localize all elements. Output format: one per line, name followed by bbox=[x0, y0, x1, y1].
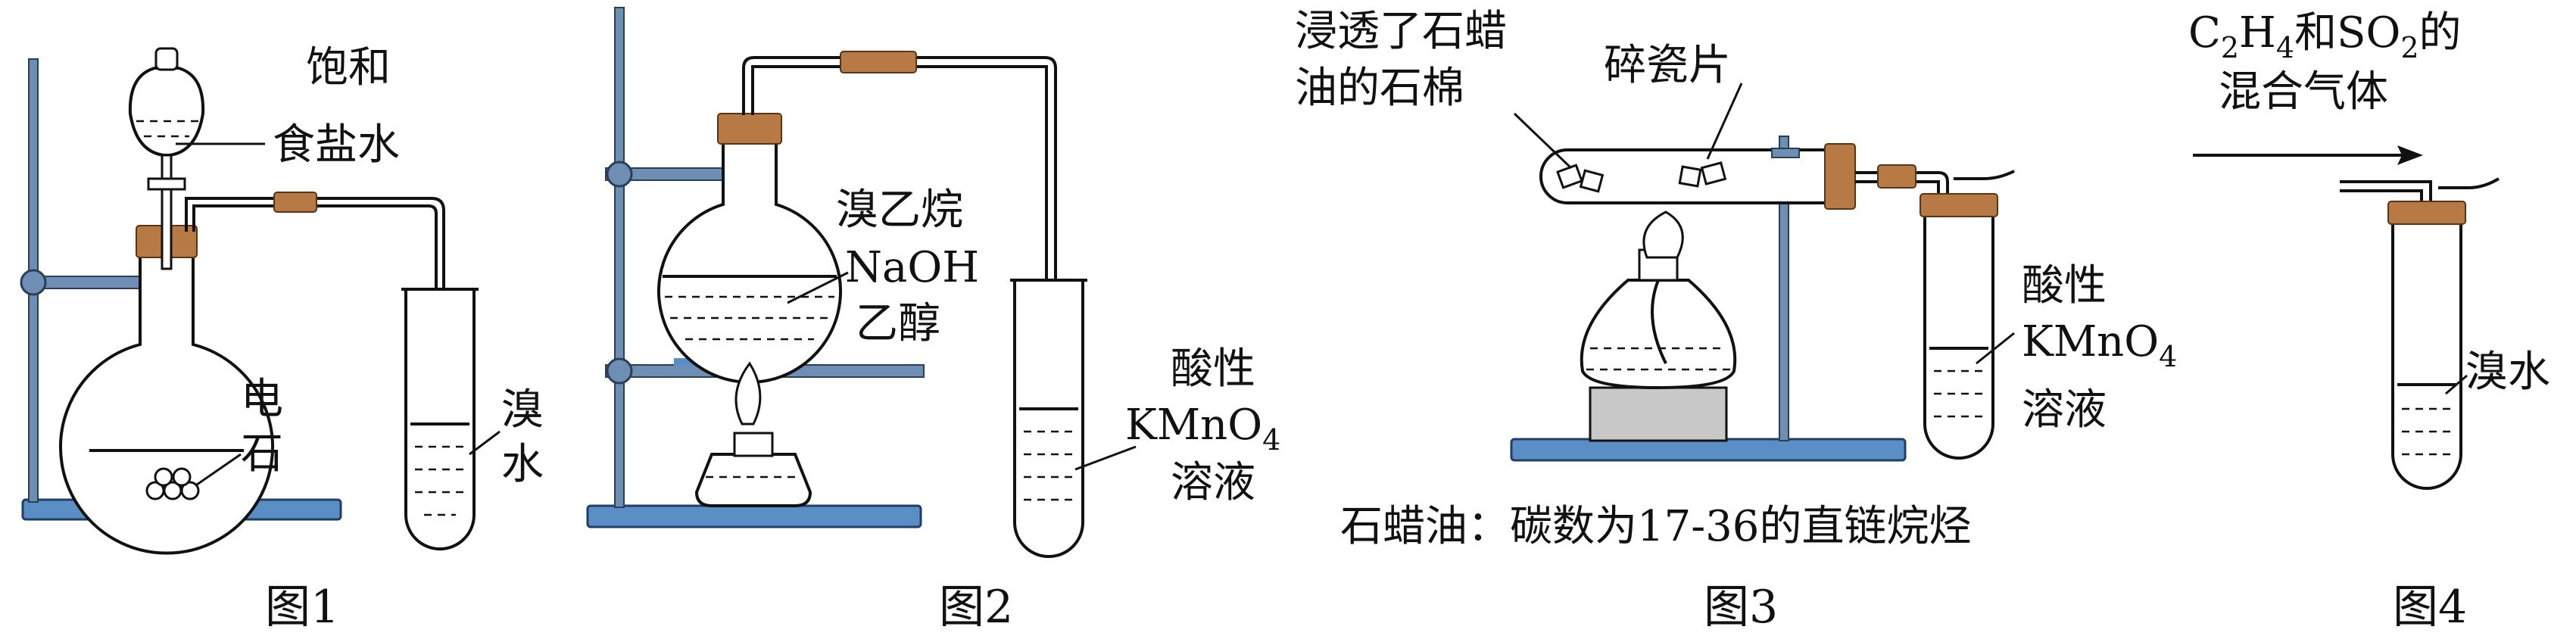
test-tube-bromine-water bbox=[404, 289, 476, 550]
figure-3: 浸透了石蜡 油的石棉 碎瓷片 酸性 KMnO4 溶液 石蜡油：碳数为17-36的… bbox=[1295, 7, 2177, 634]
round-flask bbox=[59, 248, 274, 555]
figure-4-caption: 图4 bbox=[2393, 581, 2467, 634]
funnel-stem bbox=[161, 154, 173, 270]
clamp-3 bbox=[1771, 148, 1800, 158]
bromine-label-4: 溴水 bbox=[2465, 348, 2550, 397]
porcelain-label: 碎瓷片 bbox=[1604, 41, 1731, 90]
flask-label-3: 乙醇 bbox=[856, 299, 940, 348]
figure-1-caption: 图1 bbox=[265, 581, 339, 634]
tube-label-1: 溴 bbox=[501, 385, 544, 435]
separatory-funnel bbox=[128, 67, 205, 157]
asbestos-label-1: 浸透了石蜡 bbox=[1295, 7, 1507, 56]
heat-block bbox=[1589, 386, 1728, 442]
asbestos-label-2: 油的石棉 bbox=[1295, 64, 1464, 113]
tube-connector-3 bbox=[1877, 164, 1916, 189]
stand-base-2 bbox=[586, 504, 922, 528]
solid-label-1: 电 bbox=[241, 375, 283, 424]
gas-label-2: 混合气体 bbox=[2219, 67, 2388, 117]
kmno4-label-3-3: 溶液 bbox=[2022, 385, 2107, 435]
kmno4-label-3-1: 酸性 bbox=[2022, 261, 2107, 310]
stand-base-3 bbox=[1510, 438, 1907, 462]
alcohol-lamp-3 bbox=[1580, 279, 1737, 390]
gas-label-1: C2H4和SO2的 bbox=[2188, 8, 2462, 64]
flame-3 bbox=[1642, 210, 1684, 259]
asbestos-pieces bbox=[1556, 164, 1605, 193]
funnel-top bbox=[154, 47, 179, 71]
test-tube-kmno4 bbox=[1013, 280, 1084, 558]
funnel-label-2: 食盐水 bbox=[273, 120, 400, 170]
figure-1: 饱和 食盐水 电 石 溴 水 图1 bbox=[20, 43, 544, 634]
tube-stopper-3 bbox=[1824, 143, 1856, 210]
delivery-tube-3 bbox=[1855, 171, 1949, 394]
test-tube-kmno4-3 bbox=[1923, 204, 1994, 460]
flask-label-2: NaOH bbox=[845, 243, 979, 292]
funnel-stopcock bbox=[147, 177, 186, 191]
flask-label-1: 溴乙烷 bbox=[836, 186, 963, 235]
tube-label-2: 水 bbox=[501, 440, 544, 489]
alcohol-lamp bbox=[694, 453, 812, 507]
stand-rod-2 bbox=[614, 7, 625, 508]
carbide-pieces bbox=[145, 467, 200, 500]
figure-3-caption: 图3 bbox=[1704, 581, 1778, 634]
figure-4: C2H4和SO2的 混合气体 溴水 图4 bbox=[2188, 8, 2550, 634]
test-tube-bromine-4 bbox=[2391, 212, 2462, 490]
paraffin-note: 石蜡油：碳数为17-36的直链烷烃 bbox=[1340, 502, 1971, 551]
figure-2-caption: 图2 bbox=[939, 581, 1013, 634]
porcelain-pieces bbox=[1678, 161, 1727, 188]
stand-rod-3 bbox=[1779, 136, 1789, 441]
delivery-tube bbox=[185, 197, 445, 454]
kmno4-label-3-2: KMnO4 bbox=[2022, 317, 2177, 373]
tube-connector-2 bbox=[840, 51, 917, 73]
kmno4-label-2: KMnO4 bbox=[1125, 401, 1280, 457]
kmno4-label-1: 酸性 bbox=[1171, 344, 1255, 394]
solid-label-2: 石 bbox=[241, 429, 283, 479]
flask-stopper-2 bbox=[717, 113, 782, 145]
clamp-knob bbox=[20, 269, 47, 296]
figure-2: 溴乙烷 NaOH 乙醇 酸性 KMnO4 溶液 图2 bbox=[586, 7, 1280, 634]
tube-connector bbox=[273, 192, 317, 213]
funnel-label-1: 饱和 bbox=[306, 43, 391, 92]
kmno4-label-3: 溶液 bbox=[1171, 458, 1255, 507]
flame bbox=[734, 361, 762, 426]
